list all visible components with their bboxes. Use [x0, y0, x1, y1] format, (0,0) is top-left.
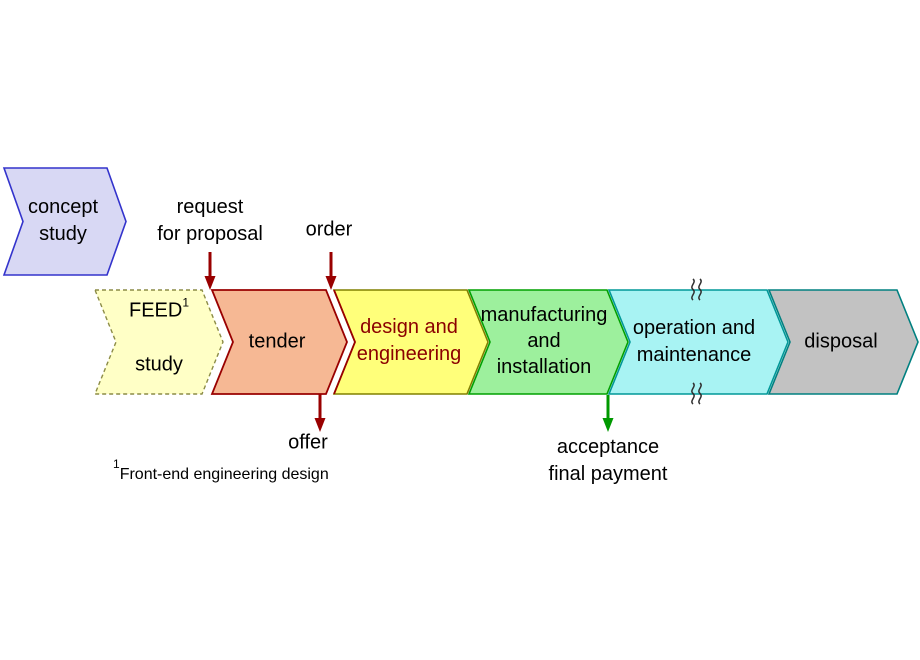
phase-label-tender: tender — [248, 330, 306, 353]
break-mark-bottom — [691, 382, 702, 405]
arrow-head — [325, 276, 337, 290]
disposal-chevron — [767, 289, 919, 395]
feed-study-chevron — [93, 289, 224, 395]
concept-study-chevron — [2, 167, 127, 276]
annotation-acceptance-final-payment: acceptance final payment — [548, 436, 668, 485]
manufacturing-installation-chevron — [467, 289, 629, 395]
design-chevron-notch-edge — [333, 289, 356, 395]
phase-label-disposal: disposal — [804, 330, 878, 353]
request-for-proposal-arrow — [204, 252, 216, 290]
annotation-request-for-proposal: request for proposal — [157, 196, 263, 245]
offer-arrow — [314, 394, 326, 432]
annotation-offer: offer — [288, 431, 328, 454]
phase-label-operation-maintenance: operation and maintenance — [632, 317, 756, 366]
break-squiggle — [698, 382, 702, 405]
break-mark-top — [691, 278, 702, 301]
footnote: 1Front-end engineering design — [113, 458, 329, 484]
order-arrow — [325, 252, 337, 290]
break-squiggle — [691, 278, 695, 301]
break-squiggle — [698, 278, 702, 301]
feed-label-line2: study — [135, 353, 183, 376]
annotation-order: order — [305, 218, 353, 241]
break-squiggle — [691, 382, 695, 405]
phase-label-feed-study: FEED1 study — [129, 271, 189, 406]
tender-chevron — [210, 289, 348, 395]
footnote-text: Front-end engineering design — [119, 466, 329, 483]
feed-label-line1: FEED1 — [128, 295, 190, 325]
feed-footnote-marker: 1 — [182, 295, 190, 310]
phase-label-design-engineering: design and engineering — [356, 316, 462, 365]
feed-label-main: FEED — [128, 299, 183, 322]
arrow-head — [602, 418, 614, 432]
phase-label-manufacturing-installation: manufacturing and installation — [480, 304, 608, 378]
operation-maintenance-chevron — [607, 289, 789, 395]
arrow-head — [314, 418, 326, 432]
phase-label-concept-study: concept study — [27, 196, 99, 245]
footnote-marker: 1 — [113, 456, 120, 471]
arrow-head — [204, 276, 216, 290]
acceptance-arrow — [602, 395, 614, 432]
